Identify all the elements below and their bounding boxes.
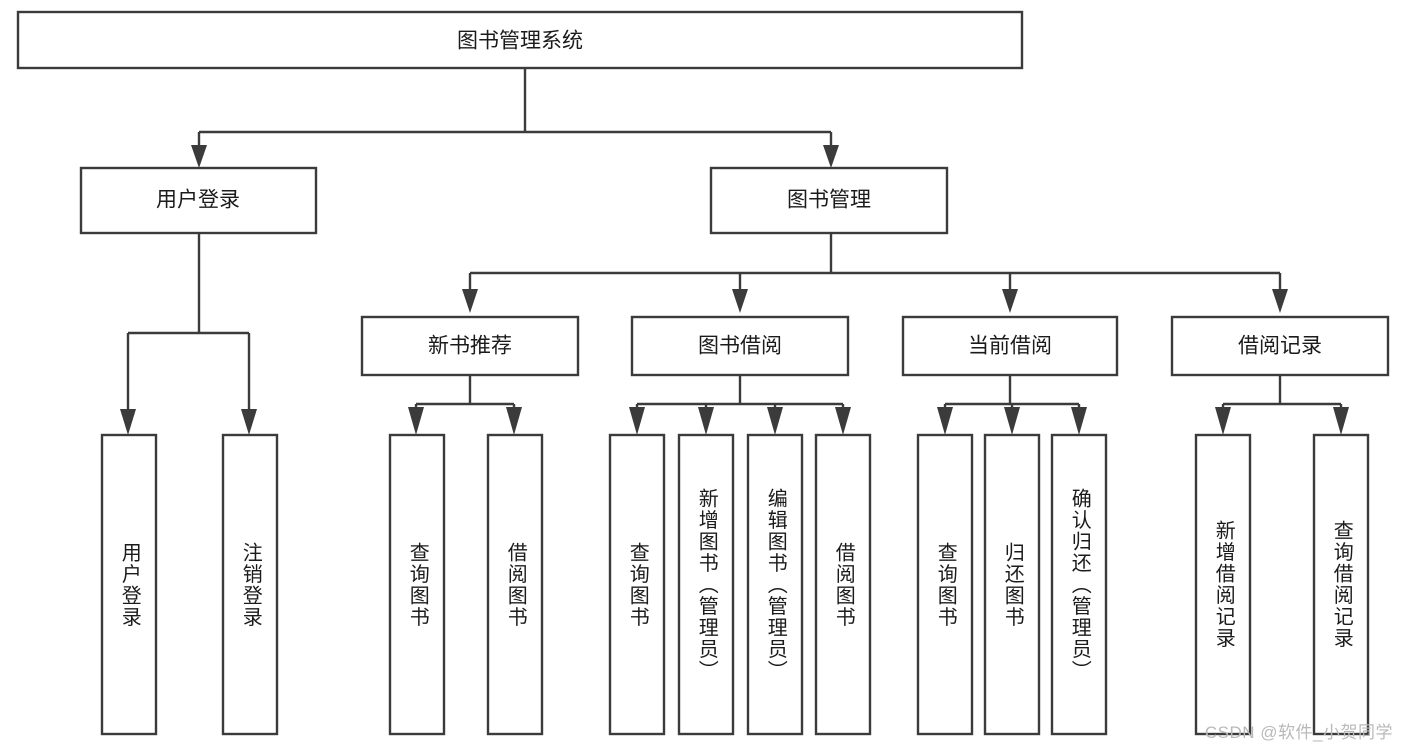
arrow-head-leaf-query-books-2 xyxy=(629,407,645,435)
node-leaf-borrow-books-1-box[interactable] xyxy=(486,433,544,736)
arrow-head-leaf-user-logout xyxy=(241,409,257,435)
node-newbooks-box[interactable] xyxy=(360,315,580,377)
node-leaf-edit-book-label: 编辑图书（管理员） xyxy=(764,487,787,682)
node-leaf-user-logout-box[interactable] xyxy=(221,433,279,736)
node-records-label: 借阅记录 xyxy=(1238,335,1322,358)
connector-group-bookmgmt xyxy=(462,233,1288,313)
node-leaf-query-books-1-label: 查询图书 xyxy=(406,541,429,628)
node-leaf-query-record-label: 查询借阅记录 xyxy=(1330,520,1353,649)
node-leaf-return-book-box[interactable] xyxy=(983,433,1041,736)
node-leaf-return-book-label: 归还图书 xyxy=(1001,541,1024,628)
connector-group-records xyxy=(1215,376,1349,435)
node-leaf-borrow-books-2-label: 借阅图书 xyxy=(832,541,855,628)
connector-group-current xyxy=(937,376,1087,435)
node-leaf-borrow-books-1-label: 借阅图书 xyxy=(504,541,527,628)
node-newbooks-label: 新书推荐 xyxy=(428,335,512,358)
arrow-head-leaf-edit-book xyxy=(767,407,783,435)
node-leaf-query-books-2-box[interactable] xyxy=(608,433,666,736)
node-bookmgmt-box[interactable] xyxy=(709,166,949,235)
arrow-head-leaf-user-login xyxy=(120,409,136,435)
leaf-box-group xyxy=(100,433,1370,736)
node-leaf-query-books-1-box[interactable] xyxy=(388,433,446,736)
arrow-head-bookmgmt xyxy=(823,145,839,168)
node-login-box[interactable] xyxy=(79,166,318,235)
node-leaf-query-books-3-box[interactable] xyxy=(916,433,974,736)
arrow-head-current xyxy=(1002,289,1018,313)
node-newbooks[interactable]: 新书推荐 xyxy=(360,315,580,377)
node-leaf-query-books-3-label: 查询图书 xyxy=(934,541,957,628)
arrow-head-login xyxy=(191,145,207,168)
arrow-head-leaf-borrow-books-1 xyxy=(506,407,522,435)
connector-group-newbooks xyxy=(408,376,522,435)
node-leaf-borrow-books-2-box[interactable] xyxy=(814,433,872,736)
connector-group-root xyxy=(191,68,839,168)
arrow-head-leaf-add-book xyxy=(698,407,714,435)
node-current[interactable]: 当前借阅 xyxy=(901,315,1119,377)
node-leaf-edit-book-box[interactable] xyxy=(746,433,804,736)
arrow-head-leaf-query-books-1 xyxy=(408,407,424,435)
node-current-label: 当前借阅 xyxy=(968,335,1052,358)
arrow-head-leaf-borrow-books-2 xyxy=(835,407,851,435)
connector-group-borrow xyxy=(629,376,851,435)
node-borrow-box[interactable] xyxy=(630,315,850,377)
csdn-watermark: CSDN @软件_小贺同学 xyxy=(1204,723,1393,742)
node-leaf-user-logout-label: 注销登录 xyxy=(239,541,262,628)
node-bookmgmt-label: 图书管理 xyxy=(787,189,871,212)
node-leaf-query-record-box[interactable] xyxy=(1312,433,1370,736)
connector-group-login xyxy=(120,233,257,435)
arrow-head-newbooks xyxy=(462,289,478,313)
node-login-label: 用户登录 xyxy=(156,189,240,212)
arrow-head-leaf-add-record xyxy=(1215,407,1231,435)
node-leaf-add-record-label: 新增借阅记录 xyxy=(1212,520,1235,649)
arrow-head-leaf-return-book xyxy=(1004,407,1020,435)
arrow-head-borrow xyxy=(732,289,748,313)
node-root-box[interactable] xyxy=(16,10,1024,70)
node-leaf-confirm-return-label: 确认归还（管理员） xyxy=(1068,487,1091,682)
node-bookmgmt[interactable]: 图书管理 xyxy=(709,166,949,235)
node-leaf-add-book-label: 新增图书（管理员） xyxy=(695,487,718,682)
node-records[interactable]: 借阅记录 xyxy=(1170,315,1390,377)
node-root[interactable]: 图书管理系统 xyxy=(16,10,1024,70)
node-leaf-user-login-box[interactable] xyxy=(100,433,158,736)
node-leaf-confirm-return-box[interactable] xyxy=(1050,433,1108,736)
arrow-head-leaf-query-books-3 xyxy=(937,407,953,435)
node-login[interactable]: 用户登录 xyxy=(79,166,318,235)
node-leaf-add-record-box[interactable] xyxy=(1194,433,1252,736)
node-leaf-query-books-2-label: 查询图书 xyxy=(626,541,649,628)
node-borrow[interactable]: 图书借阅 xyxy=(630,315,850,377)
node-current-box[interactable] xyxy=(901,315,1119,377)
node-borrow-label: 图书借阅 xyxy=(698,335,782,358)
node-leaf-user-login-label: 用户登录 xyxy=(118,541,141,628)
node-records-box[interactable] xyxy=(1170,315,1390,377)
arrow-head-leaf-query-record xyxy=(1333,407,1349,435)
arrow-head-leaf-confirm-return xyxy=(1071,407,1087,435)
arrow-head-records xyxy=(1272,289,1288,313)
node-leaf-add-book-box[interactable] xyxy=(677,433,735,736)
node-root-label: 图书管理系统 xyxy=(457,30,583,53)
